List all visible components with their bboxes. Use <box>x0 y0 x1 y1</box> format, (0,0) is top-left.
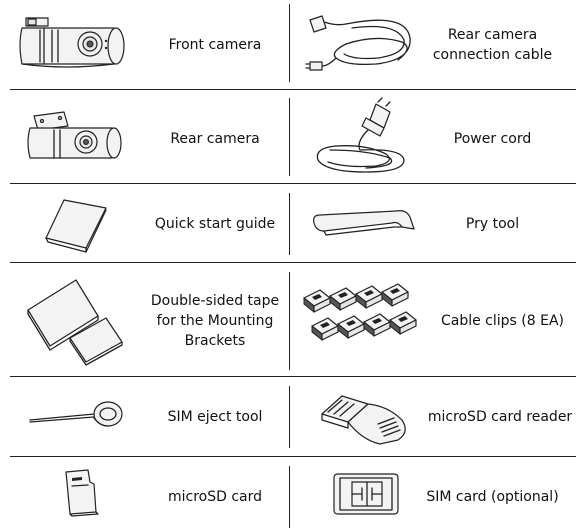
item-label-cable-clips: Cable clips (8 EA) <box>430 272 575 370</box>
power-cord-icon <box>306 97 418 178</box>
double-sided-tape-icon <box>24 276 134 366</box>
label-text: SIM eject tool <box>167 409 263 425</box>
item-label-microsd-card-reader: microSD card reader <box>420 386 580 448</box>
rear-camera-icon <box>24 106 130 170</box>
item-label-microsd-card: microSD card <box>140 466 290 528</box>
item-label-rear-camera-cable: Rear camera connection cable <box>420 4 565 86</box>
row-divider <box>10 456 576 457</box>
label-text: Rear camera connection cable <box>432 27 553 63</box>
item-label-pry-tool: Pry tool <box>420 193 565 255</box>
column-divider <box>289 98 290 176</box>
pry-tool-icon <box>310 205 416 241</box>
item-label-sim-eject-tool: SIM eject tool <box>140 386 290 448</box>
row-divider <box>10 89 576 90</box>
label-text: microSD card <box>167 489 263 505</box>
column-divider <box>289 386 290 448</box>
microsd-card-icon <box>60 466 100 518</box>
label-text: microSD card reader <box>427 409 573 425</box>
column-divider <box>289 272 290 370</box>
sim-eject-tool-icon <box>28 398 134 438</box>
row-divider <box>10 262 576 263</box>
label-text: Rear camera <box>170 131 260 147</box>
label-text: Quick start guide <box>154 216 276 232</box>
front-camera-icon <box>16 12 136 76</box>
row-divider <box>10 183 576 184</box>
row-divider <box>10 376 576 377</box>
column-divider <box>289 466 290 528</box>
cable-clips-icon <box>303 283 428 350</box>
quick-start-guide-icon <box>42 196 114 254</box>
item-label-double-sided-tape: Double-sided tape for the Mounting Brack… <box>140 272 290 370</box>
item-label-sim-card: SIM card (optional) <box>420 466 565 528</box>
item-label-front-camera: Front camera <box>140 4 290 86</box>
label-text: Pry tool <box>465 216 520 232</box>
label-text: Double-sided tape for the Mounting Brack… <box>150 293 280 349</box>
rear-camera-cable-icon <box>305 8 418 80</box>
label-text: SIM card (optional) <box>426 489 559 505</box>
column-divider <box>289 193 290 255</box>
column-divider <box>289 4 290 82</box>
sim-card-icon <box>332 470 404 518</box>
item-label-power-cord: Power cord <box>420 98 565 180</box>
item-label-quick-start-guide: Quick start guide <box>140 193 290 255</box>
label-text: Power cord <box>453 131 532 147</box>
item-label-rear-camera: Rear camera <box>140 98 290 180</box>
label-text: Cable clips (8 EA) <box>440 313 564 329</box>
label-text: Front camera <box>168 37 262 53</box>
microsd-card-reader-icon <box>318 390 414 446</box>
